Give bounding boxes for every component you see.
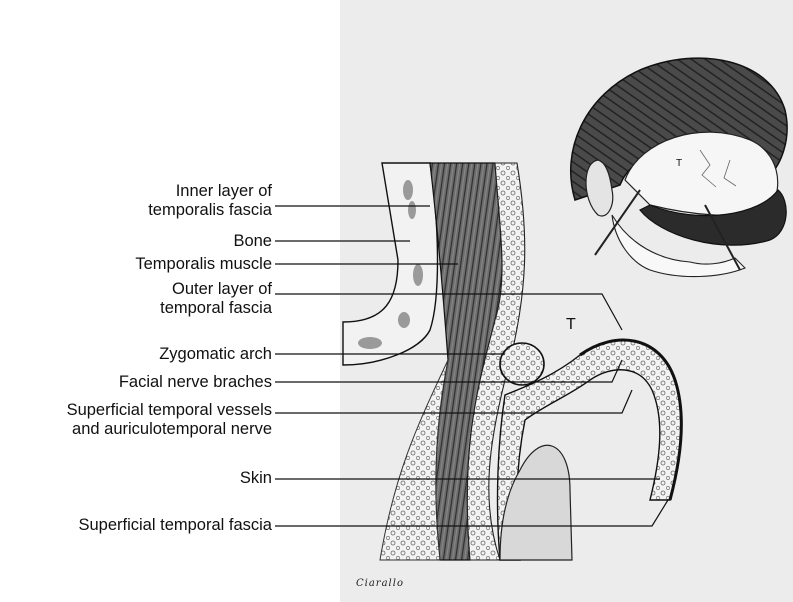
label-temporalis-muscle: Temporalis muscle xyxy=(135,255,272,274)
bone-cavity xyxy=(403,180,413,200)
label-sup-vessels-line2: and auriculotemporal nerve xyxy=(67,420,272,439)
bone-cavity xyxy=(408,201,416,219)
inset-t-marker: T xyxy=(676,158,682,169)
label-outer-layer: Outer layer of temporal fascia xyxy=(160,280,272,318)
label-sup-temporal-fascia: Superficial temporal fascia xyxy=(78,516,272,535)
label-bone: Bone xyxy=(233,232,272,251)
label-outer-layer-line1: Outer layer of xyxy=(160,280,272,299)
label-inner-layer-line2: temporalis fascia xyxy=(148,201,272,220)
label-outer-layer-line2: temporal fascia xyxy=(160,299,272,318)
label-sup-temporal-vessels: Superficial temporal vessels and auricul… xyxy=(67,401,272,439)
bone-cavity xyxy=(358,337,382,349)
label-inner-layer-line1: Inner layer of xyxy=(148,182,272,201)
bone-cavity xyxy=(398,312,410,328)
artist-signature: Ciarallo xyxy=(356,578,404,589)
label-skin: Skin xyxy=(240,469,272,488)
label-zygomatic-arch: Zygomatic arch xyxy=(159,345,272,364)
label-sup-vessels-line1: Superficial temporal vessels xyxy=(67,401,272,420)
label-inner-layer: Inner layer of temporalis fascia xyxy=(148,182,272,220)
label-facial-nerve: Facial nerve braches xyxy=(119,373,272,392)
zygomatic-arch xyxy=(500,343,544,385)
region-t-marker: T xyxy=(566,316,576,334)
bone-cavity xyxy=(413,264,423,286)
